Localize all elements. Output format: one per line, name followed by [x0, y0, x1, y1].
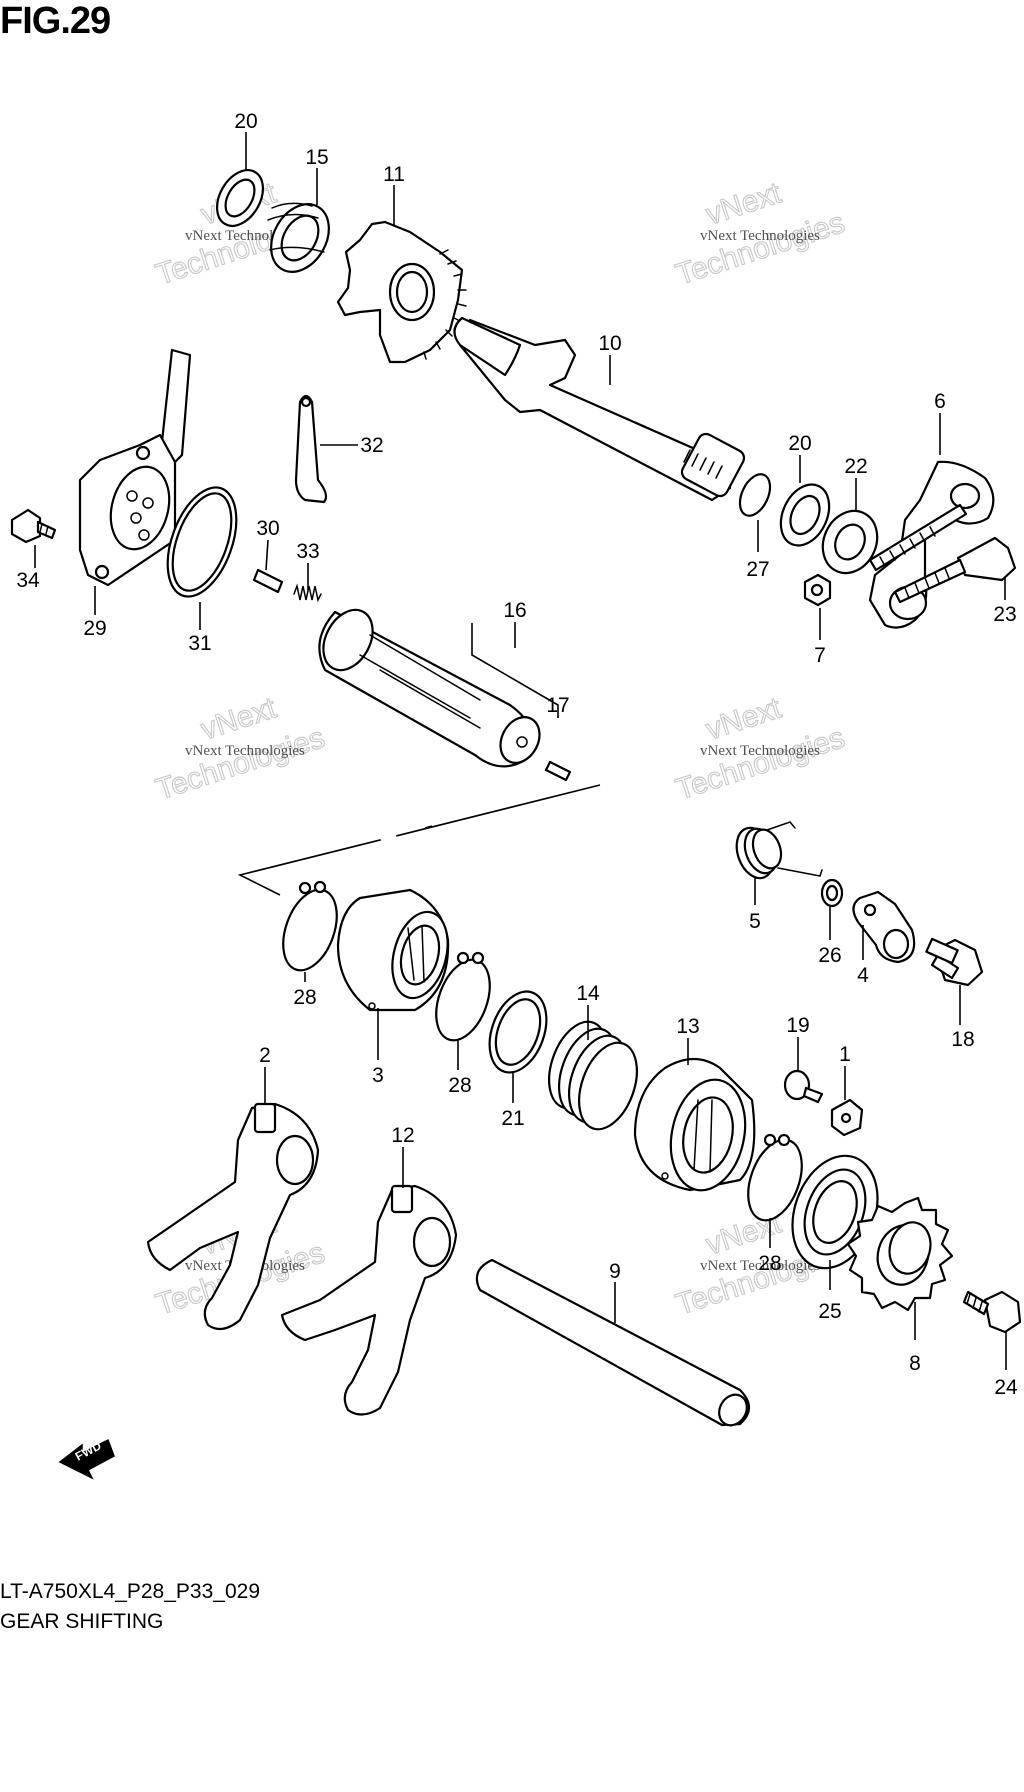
leader-lines	[34, 132, 1007, 1370]
label-part-31: 31	[188, 632, 211, 655]
label-part-2: 2	[259, 1044, 271, 1067]
watermark-text: vNext Technologies	[700, 743, 820, 759]
part-shift-fork-12	[280, 1184, 458, 1416]
label-part-32: 32	[360, 434, 383, 457]
label-part-10: 10	[598, 332, 621, 355]
watermark-vnext: vNext	[702, 691, 786, 746]
part-cam-gear-13	[633, 1057, 756, 1192]
label-part-16: 16	[503, 599, 526, 622]
part-washer-26	[820, 878, 844, 908]
label-part-11: 11	[383, 163, 405, 186]
label-part-24: 24	[994, 1376, 1018, 1399]
part-fork-shaft-9	[475, 1258, 751, 1427]
part-bolt-34	[10, 508, 57, 544]
watermark-text: vNext Technologies	[185, 743, 305, 759]
label-part-3: 3	[372, 1064, 384, 1087]
part-cam-driven-gear-8	[846, 1196, 954, 1312]
watermark-mid-left: vNext Technologies vNext Technologies	[151, 691, 329, 807]
part-bolt-24	[962, 1290, 1022, 1334]
label-part-19: 19	[786, 1014, 809, 1037]
watermark-mid-right: vNext Technologies vNext Technologies	[671, 691, 849, 807]
label-part-25: 25	[818, 1300, 841, 1323]
part-washer-20-right	[779, 483, 831, 547]
part-oil-seal-22	[821, 509, 879, 575]
bracket-16-17	[471, 622, 559, 718]
watermark-vnext: vNext	[702, 176, 786, 231]
part-shift-drum-16	[318, 608, 541, 768]
fwd-direction-arrow: FWD	[58, 1438, 115, 1480]
part-nut-7	[803, 573, 832, 607]
label-part-7: 7	[814, 644, 826, 667]
part-spring-15	[267, 202, 330, 273]
label-part-30: 30	[256, 517, 279, 540]
part-o-ring-31	[166, 486, 238, 598]
part-bolt-23	[893, 536, 1017, 604]
label-part-9: 9	[609, 1260, 621, 1283]
label-part-21: 21	[501, 1107, 524, 1130]
label-part-27: 27	[746, 558, 769, 581]
label-part-28: 28	[448, 1074, 471, 1097]
part-shift-lever-6	[868, 460, 995, 629]
part-stopper-arm-4	[852, 890, 916, 964]
part-nut-1	[830, 1098, 864, 1137]
label-part-14: 14	[576, 982, 600, 1005]
part-bolt-18	[925, 937, 984, 987]
part-shift-shaft-10	[453, 316, 746, 502]
label-part-8: 8	[909, 1352, 921, 1375]
watermark-technologies: Technologies	[672, 206, 849, 292]
label-part-4: 4	[857, 964, 869, 987]
part-washer-20-top	[215, 169, 265, 227]
part-stopper-plate-32	[294, 394, 328, 504]
label-part-13: 13	[676, 1015, 699, 1038]
part-circlip-28-right	[747, 1133, 803, 1222]
dashed-alignment-line	[237, 784, 601, 896]
label-part-6: 6	[934, 390, 946, 413]
label-part-15: 15	[305, 146, 328, 169]
label-part-28: 28	[758, 1252, 781, 1275]
part-circlip-28-mid	[435, 951, 491, 1042]
part-number-labels: 20 15 11 10 32 6 20 22 34 29 31 30 33 27…	[16, 110, 1018, 1399]
arrow-icon	[58, 1438, 115, 1480]
part-washer-21	[488, 990, 548, 1074]
label-part-17: 17	[546, 694, 569, 717]
part-cover-29	[78, 348, 192, 587]
part-screw-19	[783, 1069, 824, 1104]
watermark-top-right: vNext Technologies vNext Technologies	[671, 176, 849, 292]
label-part-22: 22	[844, 455, 867, 478]
label-part-12: 12	[391, 1124, 414, 1147]
label-part-1: 1	[839, 1043, 851, 1066]
part-pin-17	[544, 760, 572, 782]
label-part-20: 20	[788, 432, 811, 455]
part-circlip-27	[738, 473, 772, 517]
model-code: LT-A750XL4_P28_P33_029	[0, 1580, 260, 1603]
label-part-26: 26	[818, 944, 841, 967]
label-part-34: 34	[16, 569, 40, 592]
watermark-text: vNext Technologies	[700, 228, 820, 244]
label-part-33: 33	[296, 540, 319, 563]
watermark-technologies: Technologies	[672, 721, 849, 807]
label-part-23: 23	[993, 603, 1016, 626]
label-part-20: 20	[234, 110, 257, 133]
figure-title: FIG.29	[0, 0, 111, 42]
section-title: GEAR SHIFTING	[0, 1610, 164, 1633]
label-part-5: 5	[749, 910, 761, 933]
part-pin-30	[252, 568, 284, 594]
part-spring-5	[735, 821, 823, 880]
watermark-text: vNext Technologies	[700, 1258, 820, 1274]
label-part-29: 29	[83, 617, 106, 640]
part-shift-arm-11	[336, 220, 467, 364]
label-part-28: 28	[293, 986, 316, 1009]
part-spring-33	[293, 583, 322, 603]
part-circlip-28-left	[282, 880, 338, 972]
part-cam-guide-3	[336, 888, 450, 1012]
label-part-18: 18	[951, 1028, 974, 1051]
part-spring-14	[548, 1020, 638, 1131]
